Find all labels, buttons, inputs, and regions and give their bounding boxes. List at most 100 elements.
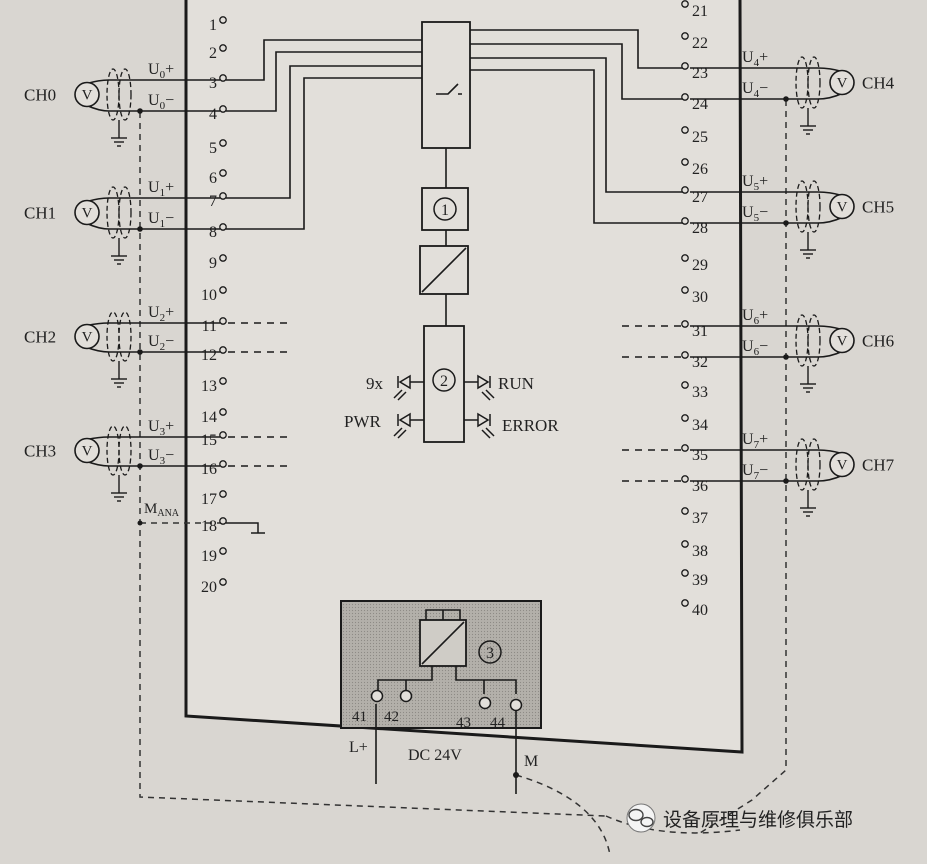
terminal-label-11: 11 [202,318,217,335]
terminal-17 [219,490,227,498]
block-3-label: 3 [486,645,494,662]
voltmeter-icon [74,199,100,226]
channel-name: CH3 [24,442,56,461]
signal-label: U3+ [148,418,174,438]
terminal-label-21: 21 [692,3,708,20]
terminal-label-39: 39 [692,572,708,589]
terminal-label-27: 27 [692,189,708,206]
terminal-33 [681,381,689,389]
signal-label: U1+ [148,179,174,199]
psu-terminal-42: 42 [384,709,399,725]
signal-label: U6− [742,338,768,358]
block-1-label: 1 [441,202,449,219]
terminal-29 [681,254,689,262]
terminal-22 [681,32,689,40]
terminal-label-35: 35 [692,447,708,464]
voltmeter-icon [829,193,855,220]
terminal-20 [219,578,227,586]
psu-wires [375,609,517,794]
voltmeter-icon [74,81,100,108]
terminal-39 [681,569,689,577]
terminal-15 [219,431,227,439]
terminal-label-33: 33 [692,384,708,401]
terminal-14 [219,408,227,416]
terminal-13 [219,377,227,385]
channel-name: CH1 [24,204,56,223]
voltmeter-symbol: V [82,444,93,460]
terminal-label-26: 26 [692,161,708,178]
terminal-9 [219,254,227,262]
terminal-label-28: 28 [692,220,708,237]
watermark-text: 设备原理与维修俱乐部 [663,809,853,831]
terminal-30 [681,286,689,294]
terminal-28 [681,217,689,225]
terminal-26 [681,158,689,166]
signal-label: U2+ [148,304,174,324]
mana-dashed-line [139,112,607,817]
terminal-label-32: 32 [692,354,708,371]
psu-terminal-44: 44 [490,715,506,731]
terminal-label-4: 4 [209,106,217,123]
signal-label: U7− [742,462,768,482]
terminal-label-19: 19 [201,548,217,565]
block-2-label: 2 [440,373,448,390]
terminal-label-3: 3 [209,75,217,92]
terminal-label-15: 15 [201,432,217,449]
voltmeter-symbol: V [82,330,93,346]
signal-label: U4− [742,80,768,100]
signal-label: U5+ [742,173,768,193]
terminal-27 [681,186,689,194]
bottom-dashed-curve [605,815,741,834]
terminal-label-10: 10 [201,287,217,304]
signal-label: U6+ [742,307,768,327]
block-1 [421,187,469,231]
terminal-label-40: 40 [692,602,708,619]
terminal-label-17: 17 [201,491,217,508]
terminal-label-5: 5 [209,140,217,157]
terminal-label-13: 13 [201,378,217,395]
signal-label: U0+ [148,61,174,81]
right-dashed-line [699,100,787,834]
voltmeter-icon [74,323,100,350]
signal-label: U2− [148,333,174,353]
m-dashed-curve [515,774,611,856]
channel-name: CH0 [24,86,56,105]
terminal-37 [681,507,689,515]
terminal-label-9: 9 [209,255,217,272]
terminal-36 [681,475,689,483]
mana-label: MANA [144,501,180,519]
terminal-23 [681,62,689,70]
terminal-35 [681,444,689,452]
terminal-31 [681,320,689,328]
terminal-6 [219,169,227,177]
unused-channel-stubs [228,322,682,482]
terminal-label-12: 12 [201,347,217,364]
terminal-5 [219,139,227,147]
channel-name: CH7 [862,456,895,475]
terminal-2 [219,44,227,52]
terminal-label-6: 6 [209,170,217,187]
voltmeter-icon [829,69,855,96]
terminal-24 [681,93,689,101]
switch-symbol [436,83,462,95]
terminal-18 [219,517,227,525]
voltmeter-symbol: V [837,458,848,474]
led-symbols [393,374,495,439]
terminal-38 [681,540,689,548]
terminal-1 [219,16,227,24]
channel-wires [226,29,684,230]
voltmeter-symbol: V [82,88,93,104]
terminal-label-25: 25 [692,129,708,146]
led-error-label: ERROR [502,416,559,435]
terminal-label-30: 30 [692,289,708,306]
multiplexer-block [421,21,471,149]
terminal-34 [681,414,689,422]
